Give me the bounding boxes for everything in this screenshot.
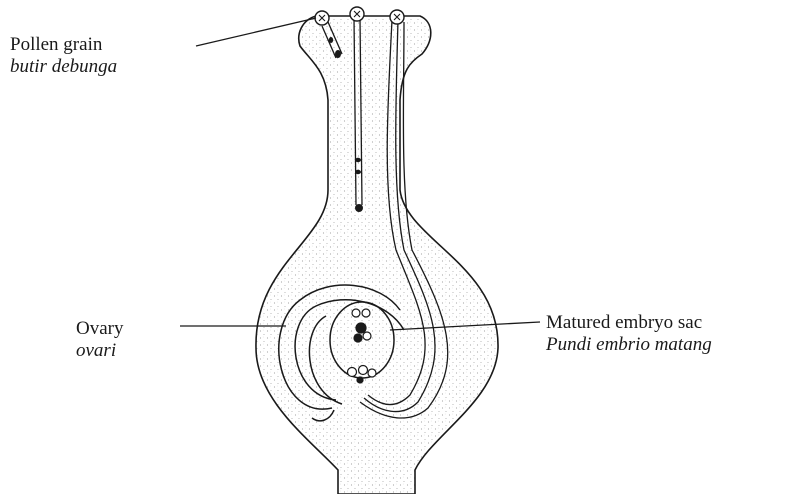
pollen-grain-label-malay: butir debunga: [10, 56, 117, 78]
embryo-sac-label-malay: Pundi embrio matang: [546, 334, 712, 356]
pistil-outline: [256, 16, 498, 494]
ovary-label-english: Ovary: [76, 318, 123, 340]
pollen-leader-line: [196, 18, 316, 46]
embryo-sac-label: Matured embryo sac Pundi embrio matang: [546, 312, 712, 356]
embryo-sac-label-english: Matured embryo sac: [546, 312, 712, 334]
pollen-grain-label: Pollen grain butir debunga: [10, 34, 117, 78]
ovary-label-malay: ovari: [76, 340, 123, 362]
ovary-label: Ovary ovari: [76, 318, 123, 362]
pollen-grain-label-english: Pollen grain: [10, 34, 117, 56]
